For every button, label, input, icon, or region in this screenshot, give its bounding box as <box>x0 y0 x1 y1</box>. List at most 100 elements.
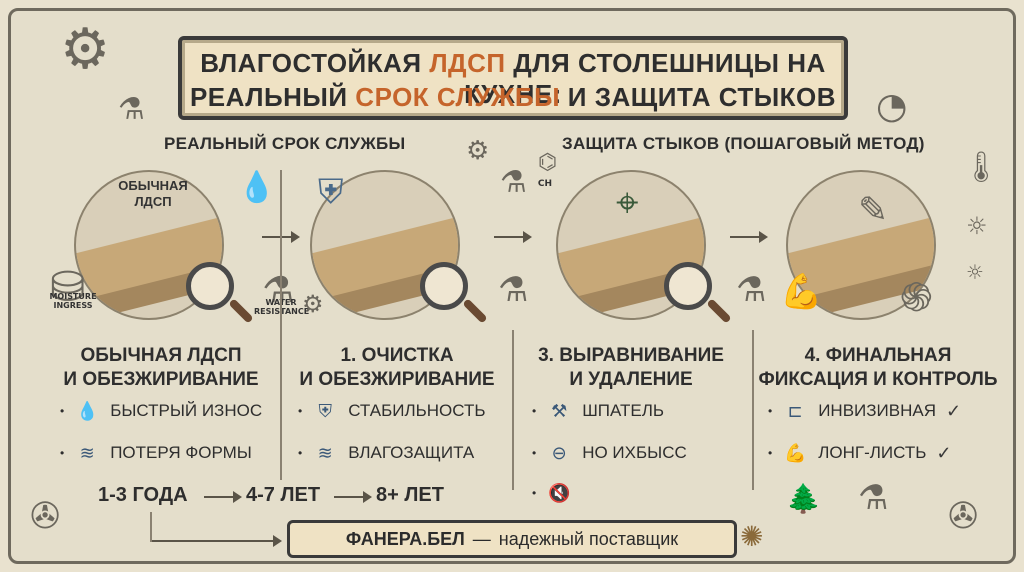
list-item-label: ШПАТЕЛЬ <box>582 401 665 420</box>
column-title-fixation: 4. ФИНАЛЬНАЯ ФИКСАЦИЯ И КОНТРОЛЬ <box>756 344 1000 392</box>
wood-emblem-icon: ✺ <box>740 520 764 553</box>
thermometer-icon: 🌡 <box>962 150 1001 185</box>
shield-icon: ⛨ <box>318 400 332 421</box>
list-item-label: НО ИХБЫСС <box>582 443 687 462</box>
column-title-regular: ОБЫЧНАЯ ЛДСП И ОБЕЗЖИРИВАНИЕ <box>52 344 270 392</box>
timeline-step: 4-7 ЛЕТ <box>246 484 321 506</box>
column-title-line: И УДАЛЕНИЕ <box>569 369 693 390</box>
check-icon: ✓ <box>945 400 962 421</box>
title-line-1: ВЛАГОСТОЙКАЯ ЛДСП ДЛЯ СТОЛЕШНИЦЫ НА КУХН… <box>182 48 844 110</box>
sun-icon: ☼ <box>966 212 988 240</box>
layers-icon: ≋ <box>317 442 333 463</box>
lifespan-timeline: 1-3 ГОДА <box>98 484 188 507</box>
list-item: • ⛨ СТАБИЛЬНОСТЬ <box>298 398 486 424</box>
column-title-line: И ОБЕЗЖИРИВАНИЕ <box>299 369 495 390</box>
disc-clamp <box>786 170 936 320</box>
list-item-label: ПОТЕРЯ ФОРМЫ <box>110 443 252 462</box>
fan-icon: ✇ <box>948 496 979 537</box>
list-item: • ≋ ПОТЕРЯ ФОРМЫ <box>60 440 252 466</box>
list-item: • ⊏ ИНВИЗИВНАЯ ✓ <box>768 398 961 424</box>
fan-icon: ✇ <box>30 496 61 537</box>
title-line-1-accent: ЛДСП <box>429 48 506 78</box>
circle-cut-icon: ⊖ <box>551 442 567 463</box>
list-item-label: ИНВИЗИВНАЯ <box>818 401 936 420</box>
column-title-line: 4. ФИНАЛЬНАЯ <box>804 345 952 366</box>
flask-icon: ⚗ <box>498 270 529 310</box>
list-item: • ⚒ ШПАТЕЛЬ <box>532 398 664 424</box>
flow-arrow <box>494 231 532 243</box>
footer-connector <box>150 535 282 547</box>
molecule-icon: ⌬ <box>538 150 558 175</box>
drop-icon: 💧 <box>238 170 276 205</box>
flask-icon: ⚗ <box>736 270 767 310</box>
spatula-icon: ⚒ <box>551 400 568 421</box>
list-item: • ⊖ НО ИХБЫСС <box>532 440 687 466</box>
flask-icon: ⚗ <box>500 165 527 200</box>
check-icon: ✓ <box>936 442 952 463</box>
column-title-line: 3. ВЫРАВНИВАНИЕ <box>538 345 724 366</box>
footer-connector-vertical <box>150 512 152 542</box>
jar-label-moisture: MOISTURE INGRESS <box>49 292 97 310</box>
footer-dash: — <box>472 528 491 549</box>
title-line-1-text: ВЛАГОСТОЙКАЯ ЛДСП ДЛЯ СТОЛЕШНИЦЫ НА КУХН… <box>200 48 826 109</box>
gauge-icon: ◔ <box>876 86 908 127</box>
list-item-label: СТАБИЛЬНОСТЬ <box>348 401 486 420</box>
timeline-step: 8+ ЛЕТ <box>376 484 444 506</box>
title-line-2-accent: СРОК СЛУЖБЫ <box>355 82 561 112</box>
drop-icon: 💧 <box>75 400 99 421</box>
gear-icon: ⚙ <box>302 290 324 318</box>
jar-icon: ⛁ <box>50 262 86 311</box>
magnifier-icon <box>420 262 468 310</box>
muscle-icon: 💪 <box>780 272 823 312</box>
brush-icon: ✎ <box>858 190 889 231</box>
muscle-icon: 💪 <box>783 442 807 463</box>
molecule-label: CH <box>537 179 553 189</box>
magnifier-icon <box>664 262 712 310</box>
title-line-2: РЕАЛЬНЫЙ СРОК СЛУЖБЫ И ЗАЩИТА СТЫКОВ <box>182 82 844 113</box>
mute-icon: 🔇 <box>547 482 571 503</box>
gear-icon: ⚙ <box>60 17 111 82</box>
lifespan-timeline-3: 8+ ЛЕТ <box>376 484 444 507</box>
column-title-line: ФИКСАЦИЯ И КОНТРОЛЬ <box>758 369 998 390</box>
column-title-line: 1. ОЧИСТКА <box>340 345 454 366</box>
clamp-icon: ⊏ <box>787 400 803 421</box>
spiral-icon: ֍ <box>900 275 933 321</box>
timeline-step: 1-3 ГОДА <box>98 484 188 506</box>
footer-supplier: ФАНЕРА.БЕЛ — надежный поставщик <box>287 520 737 558</box>
list-item: • 💪 ЛОНГ-ЛИСТЬ ✓ <box>768 440 951 466</box>
title-box: ВЛАГОСТОЙКАЯ ЛДСП ДЛЯ СТОЛЕШНИЦЫ НА КУХН… <box>178 36 848 120</box>
timeline-arrow <box>204 491 242 503</box>
gear-icon: ⚙ <box>466 136 490 166</box>
wet-layer-icon: ≋ <box>79 442 95 463</box>
caulk-gun-icon: ⌖ <box>616 180 639 226</box>
title-line-2-pre: РЕАЛЬНЫЙ <box>189 82 356 112</box>
title-line-2-post: И ЗАЩИТА СТЫКОВ <box>560 82 837 112</box>
list-item-label: БЫСТРЫЙ ИЗНОС <box>110 401 263 420</box>
column-divider <box>512 330 514 490</box>
magnifier-icon <box>186 262 234 310</box>
flow-arrow <box>730 231 768 243</box>
list-item: • 🔇 <box>532 480 582 506</box>
section-title-lifespan: РЕАЛЬНЫЙ СРОК СЛУЖБЫ <box>164 134 406 153</box>
footer-tagline: надежный поставщик <box>498 528 679 549</box>
shield-icon: ⛨ <box>318 172 344 212</box>
column-title-leveling: 3. ВЫРАВНИВАНИЕ И УДАЛЕНИЕ <box>516 344 746 392</box>
list-item-label: ЛОНГ-ЛИСТЬ <box>818 443 927 462</box>
list-item: • ≋ ВЛАГОЗАЩИТА <box>298 440 474 466</box>
disc-label-regular: ОБЫЧНАЯ ЛДСП <box>118 178 188 209</box>
column-divider <box>280 170 282 480</box>
flask-icon: ⚗ <box>262 270 295 311</box>
sun-icon: ☼ <box>966 260 984 284</box>
section-title-joints: ЗАЩИТА СТЫКОВ (ПОШАГОВЫЙ МЕТОД) <box>562 134 925 153</box>
tree-icon: 🌲 <box>786 482 821 515</box>
timeline-arrow <box>334 491 372 503</box>
column-title-line: И ОБЕЗЖИРИВАНИЕ <box>63 369 259 390</box>
column-title-cleaning: 1. ОЧИСТКА И ОБЕЗЖИРИВАНИЕ <box>286 344 508 392</box>
column-divider <box>752 330 754 490</box>
list-item-label: ВЛАГОЗАЩИТА <box>348 443 475 462</box>
flask-icon: ⚗ <box>858 478 889 518</box>
column-title-line: ОБЫЧНАЯ ЛДСП <box>80 345 242 366</box>
flask-icon: ⚗ <box>118 92 145 127</box>
lifespan-timeline-2: 4-7 ЛЕТ <box>246 484 320 507</box>
list-item: • 💧 БЫСТРЫЙ ИЗНОС <box>60 398 262 424</box>
